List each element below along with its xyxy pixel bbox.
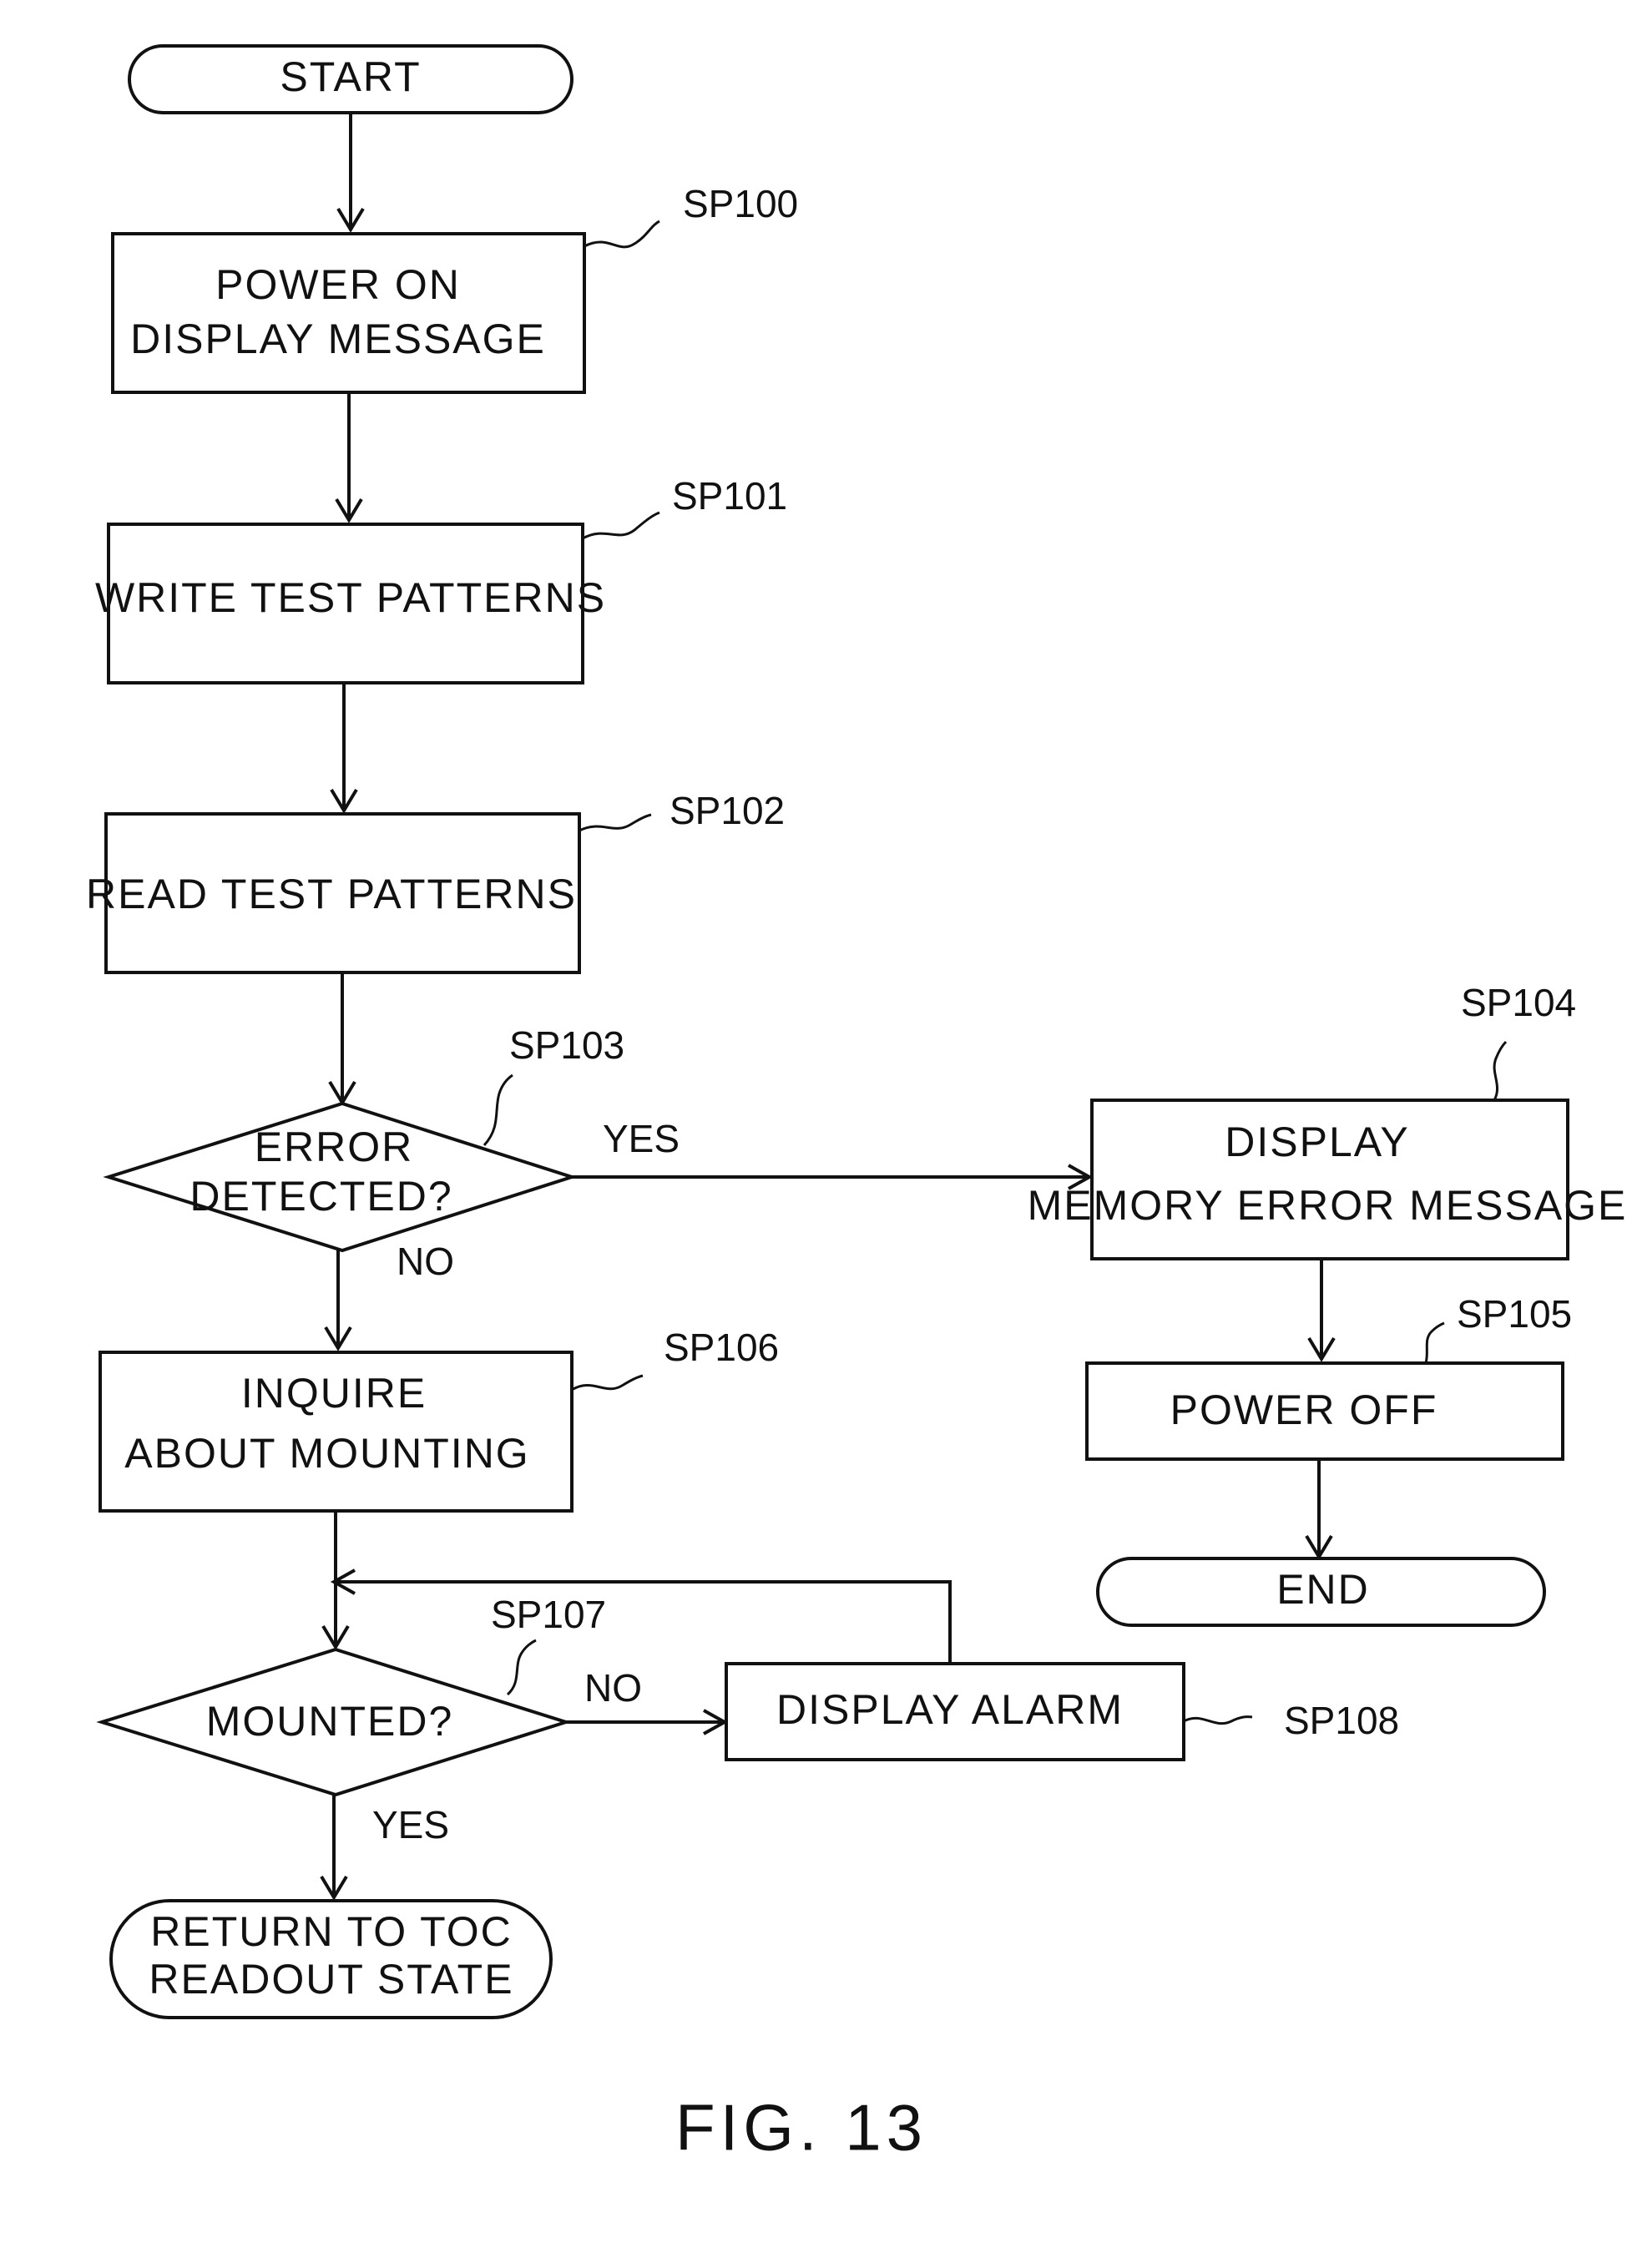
sp106-leader bbox=[571, 1374, 644, 1392]
edge-sp101-sp102 bbox=[330, 683, 358, 814]
sp107-line-1: MOUNTED? bbox=[206, 1698, 454, 1745]
process-sp105: POWER OFF SP105 bbox=[1085, 1292, 1572, 1461]
sp105-line-1: POWER OFF bbox=[1170, 1387, 1438, 1433]
sp100-line-2: DISPLAY MESSAGE bbox=[130, 316, 546, 362]
sp103-yes-label: YES bbox=[603, 1117, 680, 1160]
edge-sp103-yes: YES bbox=[572, 1117, 1094, 1190]
edge-sp100-sp101 bbox=[335, 392, 363, 523]
sp105-leader bbox=[1424, 1321, 1445, 1364]
decision-sp103: ERROR DETECTED? SP103 bbox=[103, 1023, 624, 1253]
edge-sp106-sp107 bbox=[321, 1511, 350, 1650]
sp104-label: SP104 bbox=[1461, 981, 1576, 1024]
sp103-leader bbox=[483, 1073, 513, 1147]
edge-sp105-end bbox=[1305, 1459, 1333, 1560]
sp107-leader bbox=[506, 1639, 537, 1696]
sp108-label: SP108 bbox=[1284, 1699, 1399, 1742]
sp101-label: SP101 bbox=[672, 474, 787, 518]
sp108-line-1: DISPLAY ALARM bbox=[776, 1686, 1124, 1733]
edge-sp103-no: NO bbox=[324, 1240, 454, 1351]
edge-sp104-sp105 bbox=[1307, 1259, 1336, 1362]
sp102-line-1: READ TEST PATTERNS bbox=[86, 871, 577, 917]
sp107-no-label: NO bbox=[584, 1666, 642, 1710]
start-text: START bbox=[280, 53, 421, 100]
sp103-no-label: NO bbox=[397, 1240, 454, 1283]
sp104-leader bbox=[1493, 1040, 1508, 1101]
sp101-line-1: WRITE TEST PATTERNS bbox=[95, 574, 606, 621]
sp105-label: SP105 bbox=[1457, 1292, 1572, 1336]
sp102-leader bbox=[579, 813, 652, 832]
sp101-leader bbox=[582, 511, 660, 540]
return-line-1: RETURN TO TOC bbox=[150, 1908, 512, 1955]
sp107-yes-label: YES bbox=[372, 1803, 449, 1846]
decision-sp107: MOUNTED? SP107 bbox=[96, 1593, 606, 1797]
sp106-label: SP106 bbox=[664, 1326, 779, 1369]
return-terminal: RETURN TO TOC READOUT STATE bbox=[109, 1899, 553, 2019]
process-sp101: WRITE TEST PATTERNS SP101 bbox=[95, 474, 787, 684]
sp107-label: SP107 bbox=[491, 1593, 606, 1636]
start-terminal: START bbox=[128, 44, 573, 114]
figure-caption: FIG. 13 bbox=[675, 2091, 927, 2164]
sp104-line-2: MEMORY ERROR MESSAGE bbox=[1028, 1182, 1627, 1229]
sp102-label: SP102 bbox=[669, 789, 785, 832]
edge-sp102-sp103 bbox=[328, 972, 356, 1106]
sp100-label: SP100 bbox=[683, 182, 798, 225]
sp100-leader bbox=[584, 220, 660, 249]
edge-sp107-yes: YES bbox=[320, 1795, 449, 1901]
sp104-line-1: DISPLAY bbox=[1225, 1119, 1410, 1165]
sp103-line-1: ERROR bbox=[255, 1124, 414, 1170]
process-sp102: READ TEST PATTERNS SP102 bbox=[86, 789, 785, 974]
sp100-line-1: POWER ON bbox=[215, 261, 461, 308]
sp108-leader bbox=[1183, 1715, 1253, 1725]
return-line-2: READOUT STATE bbox=[149, 1956, 513, 2003]
process-sp104: DISPLAY MEMORY ERROR MESSAGE SP104 bbox=[1028, 981, 1627, 1260]
edge-sp108-loop bbox=[330, 1568, 952, 1664]
end-text: END bbox=[1276, 1566, 1370, 1613]
sp103-line-2: DETECTED? bbox=[189, 1173, 452, 1220]
sp103-label: SP103 bbox=[509, 1023, 624, 1067]
sp106-line-1: INQUIRE bbox=[241, 1370, 427, 1417]
sp106-line-2: ABOUT MOUNTING bbox=[124, 1430, 529, 1477]
process-sp106: INQUIRE ABOUT MOUNTING SP106 bbox=[99, 1326, 779, 1513]
process-sp100: POWER ON DISPLAY MESSAGE SP100 bbox=[111, 182, 798, 394]
process-sp108: DISPLAY ALARM SP108 bbox=[725, 1662, 1399, 1761]
end-terminal: END bbox=[1096, 1557, 1546, 1627]
edge-sp107-no: NO bbox=[566, 1666, 729, 1735]
edge-start-sp100 bbox=[336, 113, 365, 233]
